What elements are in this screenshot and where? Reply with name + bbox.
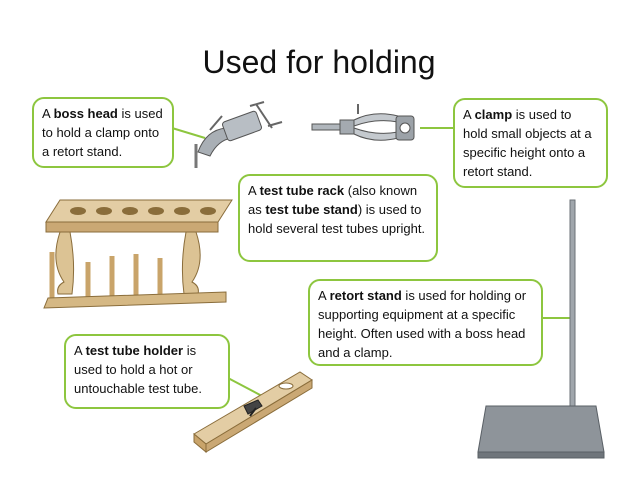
rack-text-pre: A [248, 183, 260, 198]
rack-term: test tube rack [259, 183, 345, 198]
clamp-text-post: is used to hold small objects at a speci… [463, 107, 592, 179]
rack-text-post: ) is used to hold several test tubes upr… [248, 202, 426, 236]
test-tube-rack-callout: A test tube rack (also known as test tub… [238, 174, 438, 262]
retort-stand-callout: A retort stand is used for holding or su… [308, 279, 543, 366]
boss-head-text-post: is used to hold a clamp onto a retort st… [42, 106, 163, 159]
holder-text-pre: A [74, 343, 86, 358]
retort-term: retort stand [329, 288, 402, 303]
boss-head-connector [171, 127, 206, 139]
boss-head-term: boss head [53, 106, 118, 121]
test-tube-holder-icon [193, 371, 313, 454]
clamp-text-pre: A [463, 107, 475, 122]
retort-stand-icon [477, 199, 605, 459]
retort-text-pre: A [318, 288, 330, 303]
holder-text-post: is used to hold a hot or untouchable tes… [74, 343, 202, 396]
page-title: Used for holding [202, 44, 436, 80]
boss-head-callout: A boss head is used to hold a clamp onto… [32, 97, 174, 168]
rack-text-mid: (also known as [248, 183, 418, 217]
retort-text-post: is used for holding or supporting equipm… [318, 288, 527, 360]
test-tube-rack-icon [43, 199, 233, 309]
clamp-icon [311, 104, 415, 141]
boss-head-icon [194, 101, 283, 168]
test-tube-holder-callout: A test tube holder is used to hold a hot… [64, 334, 230, 409]
rack-term-alt: test tube stand [265, 202, 358, 217]
boss-head-text-pre: A [42, 106, 54, 121]
clamp-callout: A clamp is used to hold small objects at… [453, 98, 608, 188]
clamp-term: clamp [474, 107, 513, 122]
holder-connector [227, 377, 263, 397]
holder-term: test tube holder [85, 343, 184, 358]
